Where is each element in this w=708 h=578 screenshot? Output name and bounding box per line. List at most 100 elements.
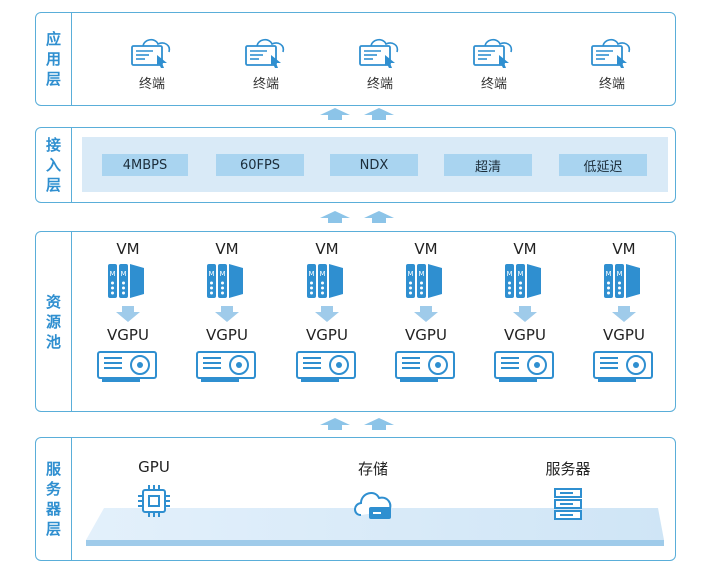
- layer-label-char: 资: [45, 292, 61, 311]
- graphics-card-icon: [494, 351, 554, 382]
- vgpu-label: VGPU: [603, 326, 645, 344]
- layer-label-char: 池: [45, 332, 61, 351]
- terminal-label: 终端: [598, 77, 625, 92]
- vm-badge: M: [120, 270, 126, 278]
- vm-badge: M: [319, 270, 325, 278]
- up-arrow-icon: [364, 418, 394, 430]
- layer-label-char: 用: [45, 50, 61, 68]
- cloud-monitor-icon: [245, 38, 285, 68]
- vm-badge: M: [208, 270, 214, 278]
- layer-label-char: 务: [45, 480, 61, 498]
- up-arrow-icon: [320, 211, 350, 223]
- vgpu-label: VGPU: [206, 326, 248, 344]
- cloud-monitor-icon: [131, 38, 171, 68]
- down-arrow-icon: [612, 306, 636, 322]
- layer-label-char: 入: [45, 156, 61, 174]
- server-stack-icon: [554, 488, 582, 520]
- graphics-card-icon: [395, 351, 455, 382]
- up-arrows: [320, 211, 394, 223]
- vm-badge: M: [418, 270, 424, 278]
- layer-label-char: 器: [45, 500, 61, 518]
- graphics-card-icon: [97, 351, 157, 382]
- access-layer-label: 接 入 层: [36, 128, 72, 202]
- vm-badge: M: [407, 270, 413, 278]
- down-arrow-icon: [414, 306, 438, 322]
- server-label: 服务器: [545, 460, 591, 478]
- terminal-item: 终端: [122, 33, 182, 92]
- up-arrow-icon: [364, 108, 394, 120]
- access-item: NDX: [330, 154, 418, 176]
- vm-badge: M: [616, 270, 622, 278]
- access-band: 4MBPS 60FPS NDX 超清 低延迟: [82, 137, 668, 192]
- layer-label-char: 应: [45, 30, 61, 48]
- vm-label: VM: [215, 240, 239, 258]
- vm-label: VM: [315, 240, 339, 258]
- cloud-monitor-icon: [473, 38, 513, 68]
- down-arrow-icon: [513, 306, 537, 322]
- terminal-item: 终端: [464, 33, 524, 92]
- access-item: 超清: [444, 154, 532, 176]
- storage-item: 存储: [341, 458, 405, 527]
- vgpu-label: VGPU: [504, 326, 546, 344]
- access-item: 4MBPS: [102, 154, 188, 176]
- vm-badge: M: [219, 270, 225, 278]
- server-layer: 服 务 器 层 GPU 存储: [35, 437, 676, 561]
- vgpu-label: VGPU: [107, 326, 149, 344]
- vm-label: VM: [513, 240, 537, 258]
- chip-icon: [138, 485, 170, 517]
- application-layer-label: 应 用 层: [36, 13, 72, 105]
- layer-label-char: 层: [45, 176, 61, 194]
- terminal-item: 终端: [236, 33, 296, 92]
- terminal-label: 终端: [480, 77, 507, 92]
- vm-label: VM: [612, 240, 636, 258]
- down-arrow-icon: [315, 306, 339, 322]
- layer-label-char: 接: [45, 136, 61, 154]
- vm-badge: M: [517, 270, 523, 278]
- up-arrow-icon: [364, 211, 394, 223]
- graphics-card-icon: [296, 351, 356, 382]
- layer-label-char: 服: [45, 460, 61, 478]
- vm-badge: M: [308, 270, 314, 278]
- terminal-item: 终端: [350, 33, 410, 92]
- vm-badge: M: [109, 270, 115, 278]
- access-item: 低延迟: [559, 154, 647, 176]
- resource-pool-layer-label: 资 源 池: [36, 232, 72, 411]
- terminal-item: 终端: [582, 33, 642, 92]
- layer-label-char: 源: [45, 312, 61, 331]
- access-item: 60FPS: [216, 154, 304, 176]
- gpu-item: GPU: [124, 458, 184, 522]
- graphics-card-icon: [196, 351, 256, 382]
- down-arrow-icon: [116, 306, 140, 322]
- cloud-monitor-icon: [359, 38, 399, 68]
- vm-badge: M: [605, 270, 611, 278]
- up-arrow-icon: [320, 418, 350, 430]
- storage-label: 存储: [357, 460, 388, 478]
- platform-slab: [86, 508, 664, 546]
- access-layer: 接 入 层 4MBPS 60FPS NDX 超清 低延迟: [35, 127, 676, 203]
- gpu-label: GPU: [138, 458, 170, 476]
- graphics-card-icon: [593, 351, 653, 382]
- vm-badge: M: [506, 270, 512, 278]
- terminal-label: 终端: [366, 77, 393, 92]
- terminal-label: 终端: [252, 77, 279, 92]
- server-layer-label: 服 务 器 层: [36, 438, 72, 560]
- cloud-storage-icon: [354, 491, 392, 519]
- layer-label-char: 层: [45, 520, 61, 538]
- up-arrow-icon: [320, 108, 350, 120]
- vgpu-label: VGPU: [405, 326, 447, 344]
- vm-label: VM: [116, 240, 140, 258]
- layer-label-char: 层: [45, 70, 61, 88]
- up-arrows: [320, 418, 394, 430]
- server-item: 服务器: [536, 458, 600, 525]
